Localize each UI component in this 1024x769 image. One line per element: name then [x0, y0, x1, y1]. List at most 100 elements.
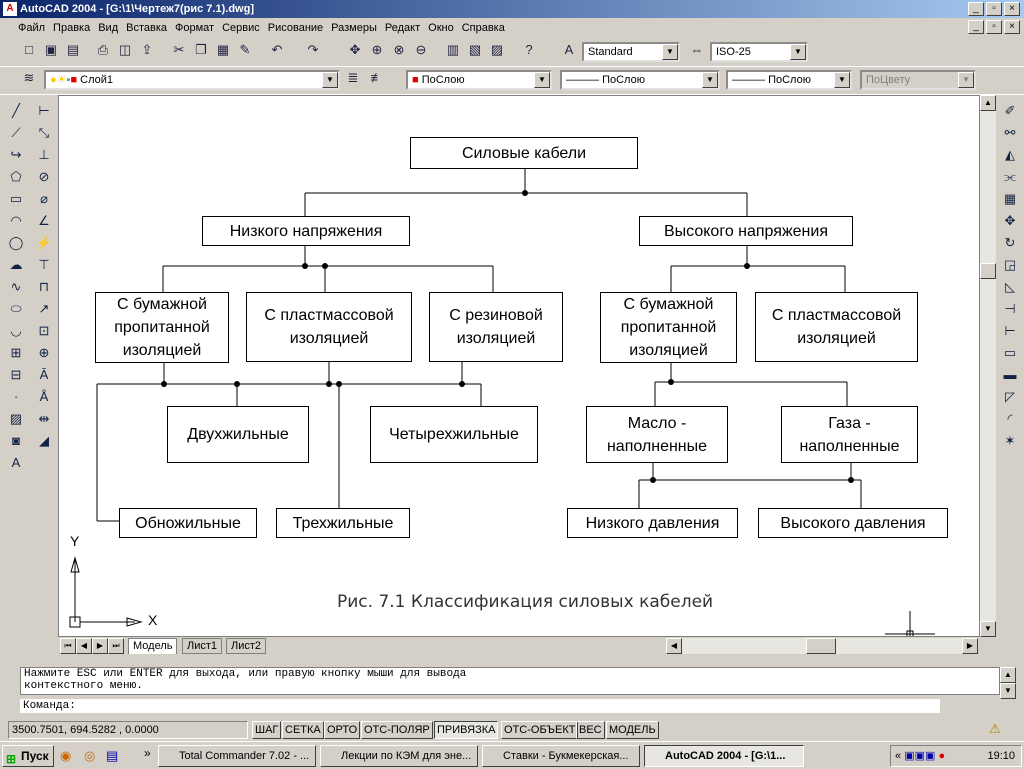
zoom-realtime-icon[interactable]: ⊕ — [371, 42, 383, 57]
disk-quicklaunch-icon[interactable]: ▤ — [106, 748, 119, 763]
firefox-quicklaunch-icon[interactable]: ◉ — [60, 748, 72, 763]
tolerance-icon[interactable]: ⊡ — [38, 323, 50, 338]
horizontal-scrollbar[interactable]: ◀ ▶ — [666, 638, 978, 654]
quick-leader-icon[interactable]: ↗ — [38, 301, 50, 316]
cmd-scroll-down-icon[interactable]: ▼ — [1000, 683, 1016, 699]
dim-update-icon[interactable]: ⇹ — [38, 411, 50, 426]
join-icon[interactable]: ▬ — [1003, 367, 1017, 382]
color-select[interactable]: ■ ПоСлою▼ — [406, 70, 552, 90]
scroll-thumb[interactable] — [980, 263, 996, 279]
menu-tools[interactable]: Сервис — [222, 22, 260, 34]
tab-prev-icon[interactable]: ◀ — [76, 638, 92, 654]
lineweight-select[interactable]: ——— ПоСлою▼ — [726, 70, 852, 90]
aligned-dim-icon[interactable]: ⤡ — [38, 125, 50, 140]
chamfer-icon[interactable]: ◸ — [1005, 389, 1015, 404]
doc-restore-button[interactable]: ▫ — [986, 20, 1002, 34]
line-icon[interactable]: ╱ — [12, 103, 20, 118]
hatch-icon[interactable]: ▨ — [9, 411, 23, 426]
tab-layout1[interactable]: Лист1 — [182, 638, 223, 654]
ellipse-arc-icon[interactable]: ◡ — [10, 323, 22, 338]
comm-center-icon[interactable]: ⚠ — [989, 721, 1001, 736]
autocad-app-icon[interactable]: A — [3, 2, 17, 16]
doc-close-button[interactable]: × — [1004, 20, 1020, 34]
dim-style-select[interactable]: ISO-25▼ — [710, 42, 808, 62]
radius-dim-icon[interactable]: ⊘ — [38, 169, 50, 184]
toggle-snap[interactable]: ШАГ — [252, 721, 282, 739]
text-style-select[interactable]: Standard▼ — [582, 42, 680, 62]
layer-previous-icon[interactable]: ≢ — [370, 70, 384, 85]
tab-next-icon[interactable]: ▶ — [92, 638, 108, 654]
task-lectures[interactable]: Лекции по КЭМ для эне... — [320, 745, 478, 767]
task-autocad[interactable]: AutoCAD 2004 - [G:\1... — [644, 745, 804, 767]
scroll-up-icon[interactable]: ▲ — [980, 95, 996, 111]
task-total-commander[interactable]: Total Commander 7.02 - ... — [158, 745, 316, 767]
point-icon[interactable]: · — [13, 389, 19, 404]
quick-dim-icon[interactable]: ⚡ — [35, 235, 53, 250]
menu-help[interactable]: Справка — [461, 22, 505, 34]
polygon-icon[interactable]: ⬠ — [10, 169, 22, 184]
design-center-icon[interactable]: ▧ — [468, 42, 482, 57]
help-icon[interactable]: ? — [525, 42, 533, 57]
ordinate-dim-icon[interactable]: ⊥ — [38, 147, 50, 162]
toggle-osnap[interactable]: ПРИВЯЗКА — [434, 721, 499, 739]
command-input[interactable]: Команда: — [20, 699, 940, 713]
layer-manager-icon[interactable]: ≋ — [23, 70, 35, 85]
polyline-icon[interactable]: ↪ — [10, 147, 22, 162]
new-icon[interactable]: □ — [25, 42, 33, 57]
antivirus-icon[interactable]: ● — [938, 750, 946, 762]
tab-layout2[interactable]: Лист2 — [226, 638, 267, 654]
toggle-otrack[interactable]: ОТС-ОБЪЕКТ — [501, 721, 579, 739]
revision-cloud-icon[interactable]: ☁ — [9, 257, 23, 272]
pan-icon[interactable]: ✥ — [349, 42, 361, 57]
cmd-scroll-up-icon[interactable]: ▲ — [1000, 667, 1016, 683]
match-properties-icon[interactable]: ✎ — [239, 42, 251, 57]
menu-dimension[interactable]: Размеры — [331, 22, 377, 34]
publish-icon[interactable]: ⇪ — [141, 42, 153, 57]
drawing-area[interactable]: Силовые кабели Низкого напряжения Высоко… — [58, 95, 980, 637]
zoom-previous-icon[interactable]: ⊖ — [415, 42, 427, 57]
dim-edit-icon[interactable]: Ā — [39, 367, 49, 382]
linear-dim-icon[interactable]: ⊢ — [38, 103, 50, 118]
dim-style-manager-icon[interactable]: ◢ — [39, 433, 49, 448]
paste-icon[interactable]: ▦ — [216, 42, 230, 57]
redo-icon[interactable]: ↷ — [307, 42, 319, 57]
linetype-select[interactable]: ——— ПоСлою▼ — [560, 70, 720, 90]
layer-select[interactable]: ●☀▪■ Слой1 ▼ — [44, 70, 340, 90]
construction-line-icon[interactable]: ⟋ — [11, 125, 21, 140]
copy-icon[interactable]: ❐ — [195, 42, 207, 57]
region-icon[interactable]: ◙ — [12, 433, 20, 448]
doc-minimize-button[interactable]: _ — [968, 20, 984, 34]
tab-model[interactable]: Модель — [128, 638, 178, 654]
scroll-right-icon[interactable]: ▶ — [962, 638, 978, 654]
mtext-icon[interactable]: A — [11, 455, 21, 470]
extend-icon[interactable]: ⊢ — [1004, 323, 1016, 338]
scroll-down-icon[interactable]: ▼ — [980, 621, 996, 637]
break-icon[interactable]: ▭ — [1003, 345, 1017, 360]
rectangle-icon[interactable]: ▭ — [9, 191, 23, 206]
properties-icon[interactable]: ▥ — [446, 42, 460, 57]
make-layer-current-icon[interactable]: ≣ — [347, 70, 359, 85]
menu-window[interactable]: Окно — [428, 22, 454, 34]
preview-icon[interactable]: ◫ — [118, 42, 132, 57]
tray-expand-icon[interactable]: « — [895, 750, 902, 762]
arc-icon[interactable]: ◠ — [10, 213, 22, 228]
trim-icon[interactable]: ⊣ — [1004, 301, 1016, 316]
scroll-left-icon[interactable]: ◀ — [666, 638, 682, 654]
angular-dim-icon[interactable]: ∠ — [38, 213, 50, 228]
continue-dim-icon[interactable]: ⊓ — [38, 279, 50, 294]
explode-icon[interactable]: ✶ — [1004, 433, 1016, 448]
hscroll-thumb[interactable] — [806, 638, 836, 654]
network-icon[interactable]: ▣▣▣ — [904, 750, 936, 762]
menu-draw[interactable]: Рисование — [267, 22, 324, 34]
save-icon[interactable]: ▤ — [66, 42, 80, 57]
erase-icon[interactable]: ✐ — [1004, 103, 1016, 118]
print-icon[interactable]: ⎙ — [97, 42, 109, 57]
toggle-grid[interactable]: СЕТКА — [282, 721, 324, 739]
insert-block-icon[interactable]: ⊞ — [10, 345, 22, 360]
tab-last-icon[interactable]: ⏭ — [108, 638, 124, 654]
toggle-ortho[interactable]: ОРТО — [324, 721, 361, 739]
quicklaunch-more-icon[interactable]: » — [144, 746, 151, 760]
clock[interactable]: 19:10 — [987, 750, 1015, 762]
task-bookmaker[interactable]: Ставки - Букмекерская... — [482, 745, 640, 767]
make-block-icon[interactable]: ⊟ — [10, 367, 22, 382]
